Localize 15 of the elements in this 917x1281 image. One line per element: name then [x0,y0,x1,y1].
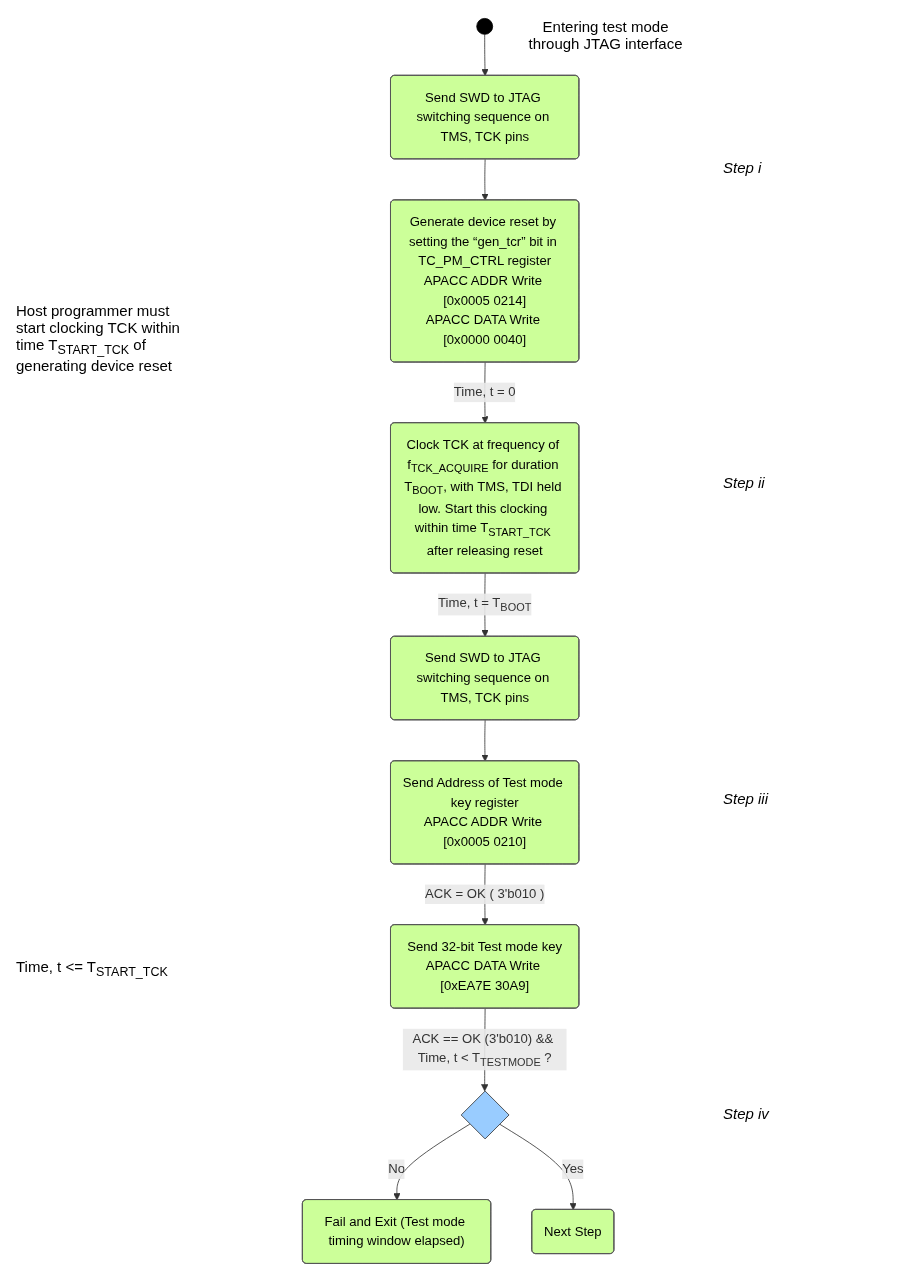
node-circle [476,18,494,35]
start-note: Entering test mode through JTAG interface [527,18,684,52]
node-diamond [461,1090,510,1140]
edge-label: ACK == OK (3'b010) && Time, t < T$_{TESTMODE}$ ? [412,1031,554,1069]
note: Step iii [723,789,770,807]
edge-label: No [388,1161,406,1176]
edge-label: ACK = OK ( 3'b010 ) [425,886,545,901]
note: Host programmer must start clocking TCK within time T$_{START_TCK}$ of generating device reset [16,302,181,374]
edge-label: Time, t = 0 [454,384,516,399]
edge-label: Time, t = T$_{BOOT}$ [438,595,532,614]
note: Step i [723,159,763,177]
note: Time, t <= T$_{START_TCK}$ [16,958,169,979]
note: Step iv [723,1104,771,1122]
edge-label: Yes [562,1161,584,1176]
note: Step ii [723,474,766,492]
